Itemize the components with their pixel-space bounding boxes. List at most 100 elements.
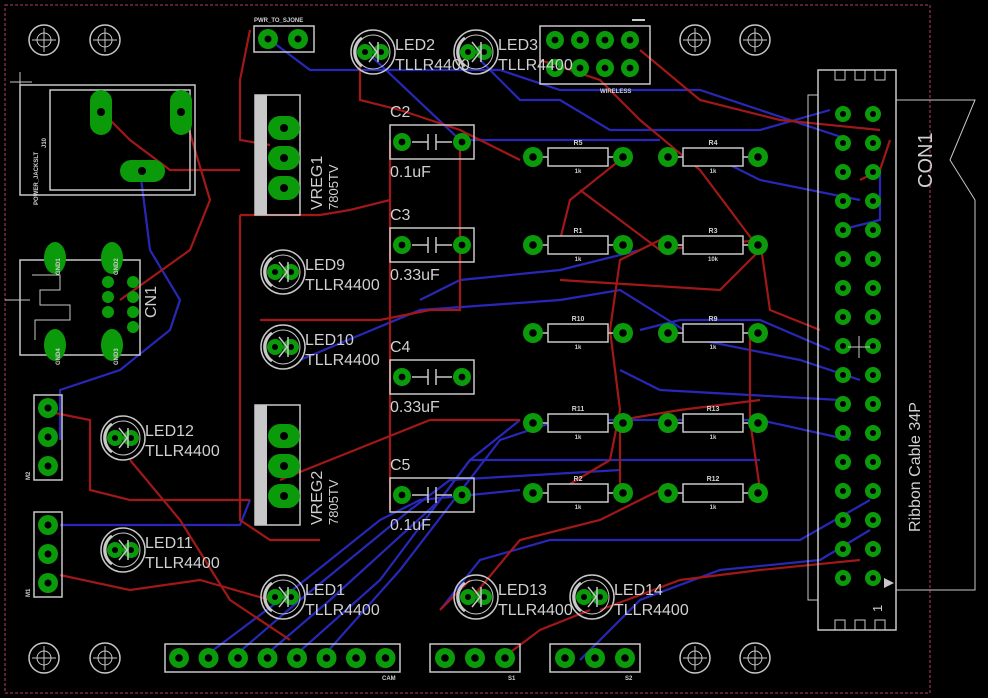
res-name-label: R3	[709, 228, 718, 235]
resistor-r2: R2 1k	[523, 476, 633, 511]
header-pwr-to-sjone: PWR_TO_SJONE	[253, 18, 315, 53]
cap-pad	[453, 486, 471, 504]
cam-pin	[228, 648, 248, 668]
cam-pin	[375, 648, 396, 668]
capacitor-c4: C4 0.33uF	[389, 339, 475, 416]
cap-pad	[393, 368, 411, 386]
res-pad	[658, 323, 678, 343]
led-pad	[283, 589, 299, 605]
con1-pin	[835, 483, 851, 499]
con1-pin	[865, 425, 881, 441]
res-value-label: 1k	[575, 435, 582, 441]
wireless-pin	[571, 31, 589, 49]
cap-value-label: 0.1uF	[390, 517, 431, 534]
con1-pin	[835, 454, 851, 470]
con1-pin	[865, 570, 881, 586]
res-value-label: 1k	[575, 505, 582, 511]
cam-pin	[346, 648, 366, 668]
con1-pin	[835, 367, 851, 383]
led-name-label: LED3	[498, 37, 538, 54]
cap-pad	[393, 236, 411, 254]
res-pad	[523, 483, 543, 503]
cap-pad	[393, 486, 411, 504]
res-value-label: 1k	[575, 345, 582, 351]
con1-pin	[865, 222, 881, 238]
res-pad	[748, 235, 768, 255]
con1-pin1-label: 1	[870, 605, 885, 612]
header-m1: M1	[26, 511, 63, 598]
cap-name-label: C2	[390, 104, 411, 121]
con1-pin	[865, 251, 881, 267]
cam-pin	[198, 648, 219, 668]
cap-value-label: 0.33uF	[390, 267, 440, 284]
con1-pin	[835, 193, 851, 209]
wireless-label: WIRELESS	[600, 89, 631, 95]
cap-value-label: 0.33uF	[390, 399, 440, 416]
con1-pin	[865, 106, 881, 122]
cap-name-label: C4	[390, 339, 411, 356]
con1-pin	[865, 396, 881, 412]
wireless-pin	[621, 31, 639, 49]
led-value-label: TLLR4400	[498, 57, 573, 74]
led-pad	[107, 542, 123, 558]
res-pad	[748, 413, 768, 433]
res-pad	[658, 483, 678, 503]
m1-label: M1	[26, 588, 32, 597]
cap-pad	[393, 133, 411, 151]
cam-pin	[257, 648, 278, 668]
led-pad	[283, 339, 299, 355]
power-jack-j10: POWER_JACKSLT J10	[10, 72, 196, 205]
led-pad	[592, 589, 608, 605]
led-pad	[476, 44, 492, 60]
con1-pin	[835, 280, 851, 296]
m2-label: M2	[26, 471, 32, 480]
s2-label: S2	[625, 676, 633, 682]
gnd2-label: GND2	[114, 258, 120, 275]
s1-pin	[435, 648, 455, 668]
led-pad	[576, 589, 592, 605]
led-pad	[373, 44, 389, 60]
res-pad	[523, 235, 543, 255]
res-pad	[748, 147, 768, 167]
wireless-pin	[546, 31, 564, 49]
jack-ref-label: J10	[42, 137, 48, 148]
led-name-label: LED1	[305, 582, 345, 599]
led-pad	[123, 542, 139, 558]
led-value-label: TLLR4400	[305, 602, 380, 619]
wireless-pin	[621, 59, 639, 77]
res-pad	[523, 147, 543, 167]
res-pad	[613, 323, 633, 343]
capacitor-c5: C50.1uF	[389, 457, 475, 534]
led-value-label: TLLR4400	[145, 555, 220, 572]
con1-pin	[835, 512, 851, 528]
res-value-label: 10k	[708, 257, 719, 263]
connector-cn1: GND1 GND2 GND3 GND4 CN1	[5, 242, 160, 365]
res-name-label: R2	[574, 476, 583, 483]
pwr-label: PWR_TO_SJONE	[254, 18, 303, 24]
s1-pin	[465, 648, 485, 668]
res-name-label: R10	[572, 316, 585, 323]
res-pad	[658, 235, 678, 255]
resistors: R51kR41kR11kR310kR101kR91kR111kR131kR21k…	[523, 140, 768, 511]
vreg2-label: VREG2	[309, 471, 326, 525]
res-pad	[613, 413, 633, 433]
header-cam: CAM	[164, 643, 401, 682]
res-name-label: R12	[707, 476, 720, 483]
res-value-label: 1k	[710, 345, 717, 351]
cam-pin	[316, 648, 337, 668]
s1-pin	[495, 648, 515, 668]
wireless-pin	[571, 59, 589, 77]
con1-pin	[835, 106, 851, 122]
